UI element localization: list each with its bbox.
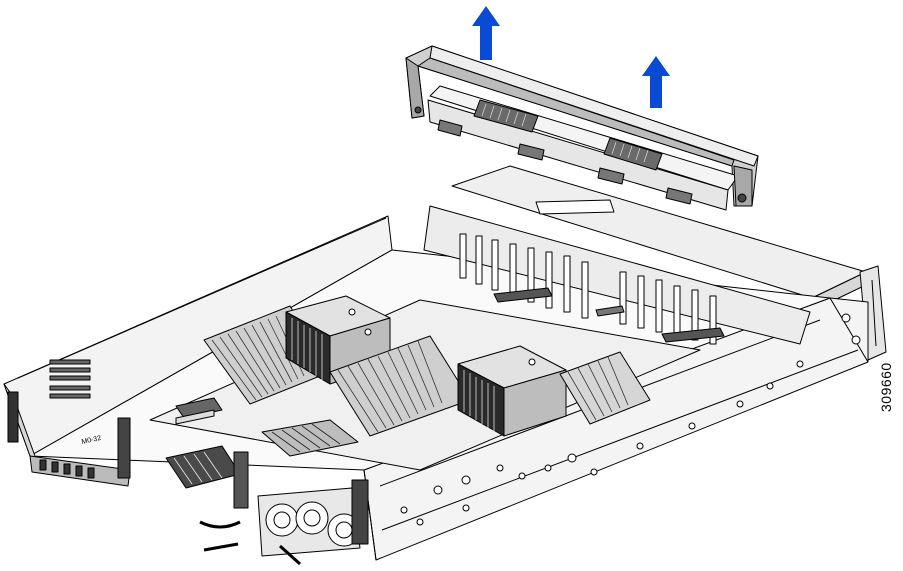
motherboard: M0-32 xyxy=(81,295,701,489)
figure-number: 309660 xyxy=(878,362,894,412)
dimm-bank-middle xyxy=(329,335,471,437)
dimm-bank-right xyxy=(559,351,651,425)
rear-io-panel xyxy=(3,359,369,566)
up-arrow-icon xyxy=(472,6,500,60)
lifted-component xyxy=(405,45,759,211)
lift-arrow-left xyxy=(472,6,500,60)
rear-riser-cage xyxy=(423,205,811,345)
cpu-heatsink-2 xyxy=(457,345,567,437)
board-marking-label: M0-32 xyxy=(81,435,102,446)
power-supply-fans xyxy=(257,487,361,557)
mlom-heatsink xyxy=(261,419,359,457)
lift-arrow-right xyxy=(642,56,670,108)
up-arrow-icon xyxy=(642,56,670,108)
